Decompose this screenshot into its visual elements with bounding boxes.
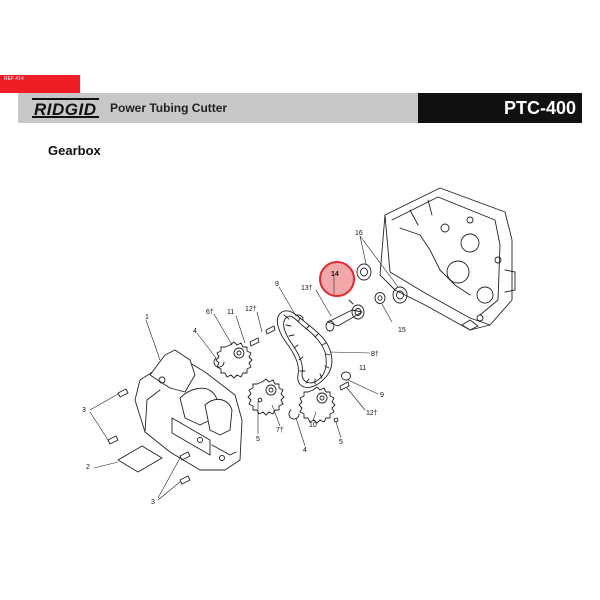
ref-tag: REF #14 [0,75,80,93]
callout-3-upper: 3 [82,407,86,414]
leader-lines [89,235,399,501]
callout-4-upper: 4 [193,328,197,335]
callout-7: 7† [276,427,284,434]
callout-3-lower: 3 [151,499,155,506]
callout-11-upper: 11 [227,309,234,316]
callout-5-left: 5 [256,436,260,443]
pin-part-12-lower [339,381,350,391]
callout-12-lower: 12† [366,410,378,417]
callout-5-right: 5 [339,439,343,446]
callout-9-upper: 9 [275,281,279,288]
pin-part-5-left [257,397,263,403]
screws-part-3 [107,388,191,485]
snap-ring-part-4-upper [213,357,225,368]
callout-11-lower: 11 [359,365,366,372]
bearing-part-14-highlight [319,261,355,297]
washer-part-15 [374,292,386,304]
callout-1: 1 [145,314,149,321]
callout-labels: 1 2 3 3 4 4 5 5 6† 7† 8† 9 9 10 11 11 12… [82,230,406,506]
sprocket-part-6-upper [215,341,253,379]
callout-14: 14 [331,271,339,278]
front-cover-part-1 [134,349,243,471]
section-title: Gearbox [48,143,101,158]
label-part-2 [117,445,163,473]
snap-ring-part-9-lower [341,371,351,381]
callout-10: 10 [309,422,317,429]
callout-15: 15 [398,327,406,334]
product-title: Power Tubing Cutter [110,101,228,115]
callout-13: 13† [301,285,313,292]
callout-2: 2 [86,464,90,471]
header-bar: RIDGID Power Tubing Cutter PTC-400 [18,93,582,123]
callout-6: 6† [206,309,214,316]
shaft-part-13 [325,299,365,332]
callout-9-lower: 9 [380,392,384,399]
chain-part-8 [276,310,333,388]
gearbox-housing [379,187,516,331]
model-number: PTC-400 [418,93,582,123]
bearing-part-16 [356,263,408,304]
callout-16: 16 [355,230,363,237]
pin-part-5-right [333,417,339,423]
pin-part-11-12-upper [249,325,276,347]
sprocket-part-7 [247,378,285,416]
callout-8: 8† [371,351,379,358]
snap-ring-part-4-lower [288,409,300,420]
callout-12-upper: 12† [245,306,257,313]
callout-4-lower: 4 [303,447,307,454]
brand-logo: RIDGID [32,98,99,119]
sprocket-part-10 [298,386,336,424]
